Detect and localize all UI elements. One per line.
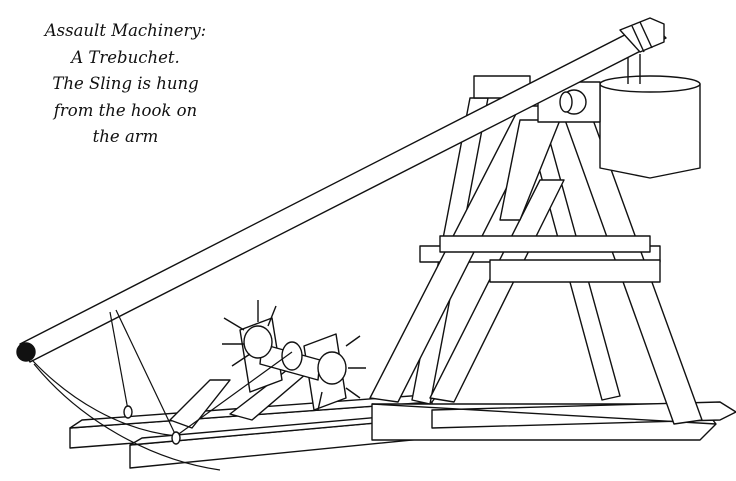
caption-line: The Sling is hung [52, 74, 199, 93]
counterweight [599, 54, 701, 179]
caption-line: A Trebuchet. [71, 47, 180, 67]
caption-line: from the hook on [53, 100, 198, 120]
throwing-arm [16, 17, 667, 363]
base-frame [69, 359, 736, 469]
sling-ropes [31, 309, 293, 471]
caption: Assault Machinery: A Trebuchet. The Slin… [18, 18, 233, 151]
caption-line: Assault Machinery: [44, 21, 207, 40]
winch-assembly [222, 300, 366, 411]
caption-line: the arm [92, 127, 159, 146]
front-a-frame [369, 105, 703, 425]
